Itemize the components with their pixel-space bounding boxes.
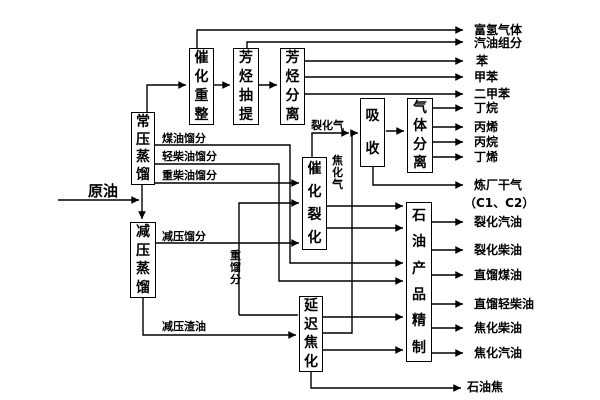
product-propane: 丙烷 [474, 135, 499, 149]
flow-refinery-dry-gas [372, 167, 463, 189]
flow-h2-rich-gas [196, 26, 463, 48]
box-delayed-coking-label: 延迟焦化 [304, 298, 318, 370]
product-coking-diesel: 焦化柴油 [474, 321, 523, 335]
box-delayed-coking: 延迟焦化 [299, 296, 323, 372]
product-h2-rich-gas: 富氢气体 [474, 23, 523, 37]
flow-gasoline-component [246, 38, 463, 48]
product-straight-run-kerosene: 直馏煤油 [474, 268, 523, 282]
product-straight-run-light-diesel: 直馏轻柴油 [474, 297, 535, 311]
product-petroleum-coke: 石油焦 [467, 380, 504, 394]
flow-light-diesel-cut [155, 163, 403, 285]
box-catalytic-reforming-label: 催化重整 [194, 50, 209, 123]
box-aromatics-extraction: 芳烃抽提 [233, 48, 259, 125]
flow-heavy-cut-to-cracker [238, 199, 299, 315]
product-refinery-dry-gas: 炼厂干气 [474, 178, 523, 192]
box-gas-separation-label: 气体分离 [413, 100, 427, 171]
box-product-refining-label: 石油产品精制 [412, 208, 426, 356]
box-aromatics-extraction-label: 芳烃抽提 [239, 50, 253, 123]
vacuum-residue-label: 减压渣油 [162, 320, 206, 333]
box-catalytic-reforming: 催化重整 [189, 48, 214, 125]
box-catalytic-cracking-label: 催化裂化 [307, 161, 322, 246]
product-butylene: 丁烯 [474, 150, 499, 164]
box-atmospheric-distillation: 常压蒸馏 [131, 112, 155, 185]
heavy-diesel-cut-label: 重柴油馏分 [162, 169, 217, 182]
kerosene-cut-label: 煤油馏分 [162, 132, 206, 145]
product-xylene: 二甲苯 [474, 87, 511, 101]
box-absorption: 吸收 [360, 98, 385, 167]
flow-coking-gas [323, 133, 353, 334]
product-refinery-dry-gas-note: （C1、C2） [464, 196, 535, 210]
flow-kerosene-cut [155, 144, 403, 267]
cracking-gas-label: 裂化气 [311, 119, 344, 132]
box-catalytic-cracking: 催化裂化 [302, 157, 327, 250]
box-product-refining: 石油产品精制 [406, 202, 432, 362]
box-aromatics-separation-label: 芳烃分离 [285, 50, 300, 123]
flow-cracking-gas [311, 129, 349, 157]
flow-vacuum-residue [142, 298, 296, 339]
flow-petroleum-coke [310, 372, 461, 392]
product-butane: 丁烷 [474, 101, 499, 115]
product-propylene: 丙烯 [474, 120, 499, 134]
box-vacuum-distillation-label: 减压蒸馏 [136, 224, 150, 296]
vacuum-cut-label: 减压馏分 [162, 230, 206, 243]
flow-atm-overhead-to-reformer [146, 81, 186, 112]
light-diesel-cut-label: 轻柴油馏分 [162, 150, 217, 163]
product-coking-gasoline: 焦化汽油 [474, 346, 523, 360]
heavy-cut-label: 重馏分 [230, 249, 241, 287]
box-absorption-label: 吸收 [365, 107, 380, 158]
box-vacuum-distillation: 减压蒸馏 [130, 222, 156, 298]
crude-oil-label: 原油 [88, 182, 119, 200]
coking-gas-label: 焦化气 [332, 154, 343, 192]
product-benzene: 苯 [476, 54, 489, 68]
product-toluene: 甲苯 [474, 70, 499, 84]
product-cracked-gasoline: 裂化汽油 [474, 215, 523, 229]
box-atmospheric-distillation-label: 常压蒸馏 [136, 113, 150, 184]
box-aromatics-separation: 芳烃分离 [280, 48, 305, 125]
box-gas-separation: 气体分离 [407, 98, 433, 173]
product-cracked-diesel: 裂化柴油 [474, 243, 523, 257]
product-gasoline-component: 汽油组分 [474, 36, 523, 50]
